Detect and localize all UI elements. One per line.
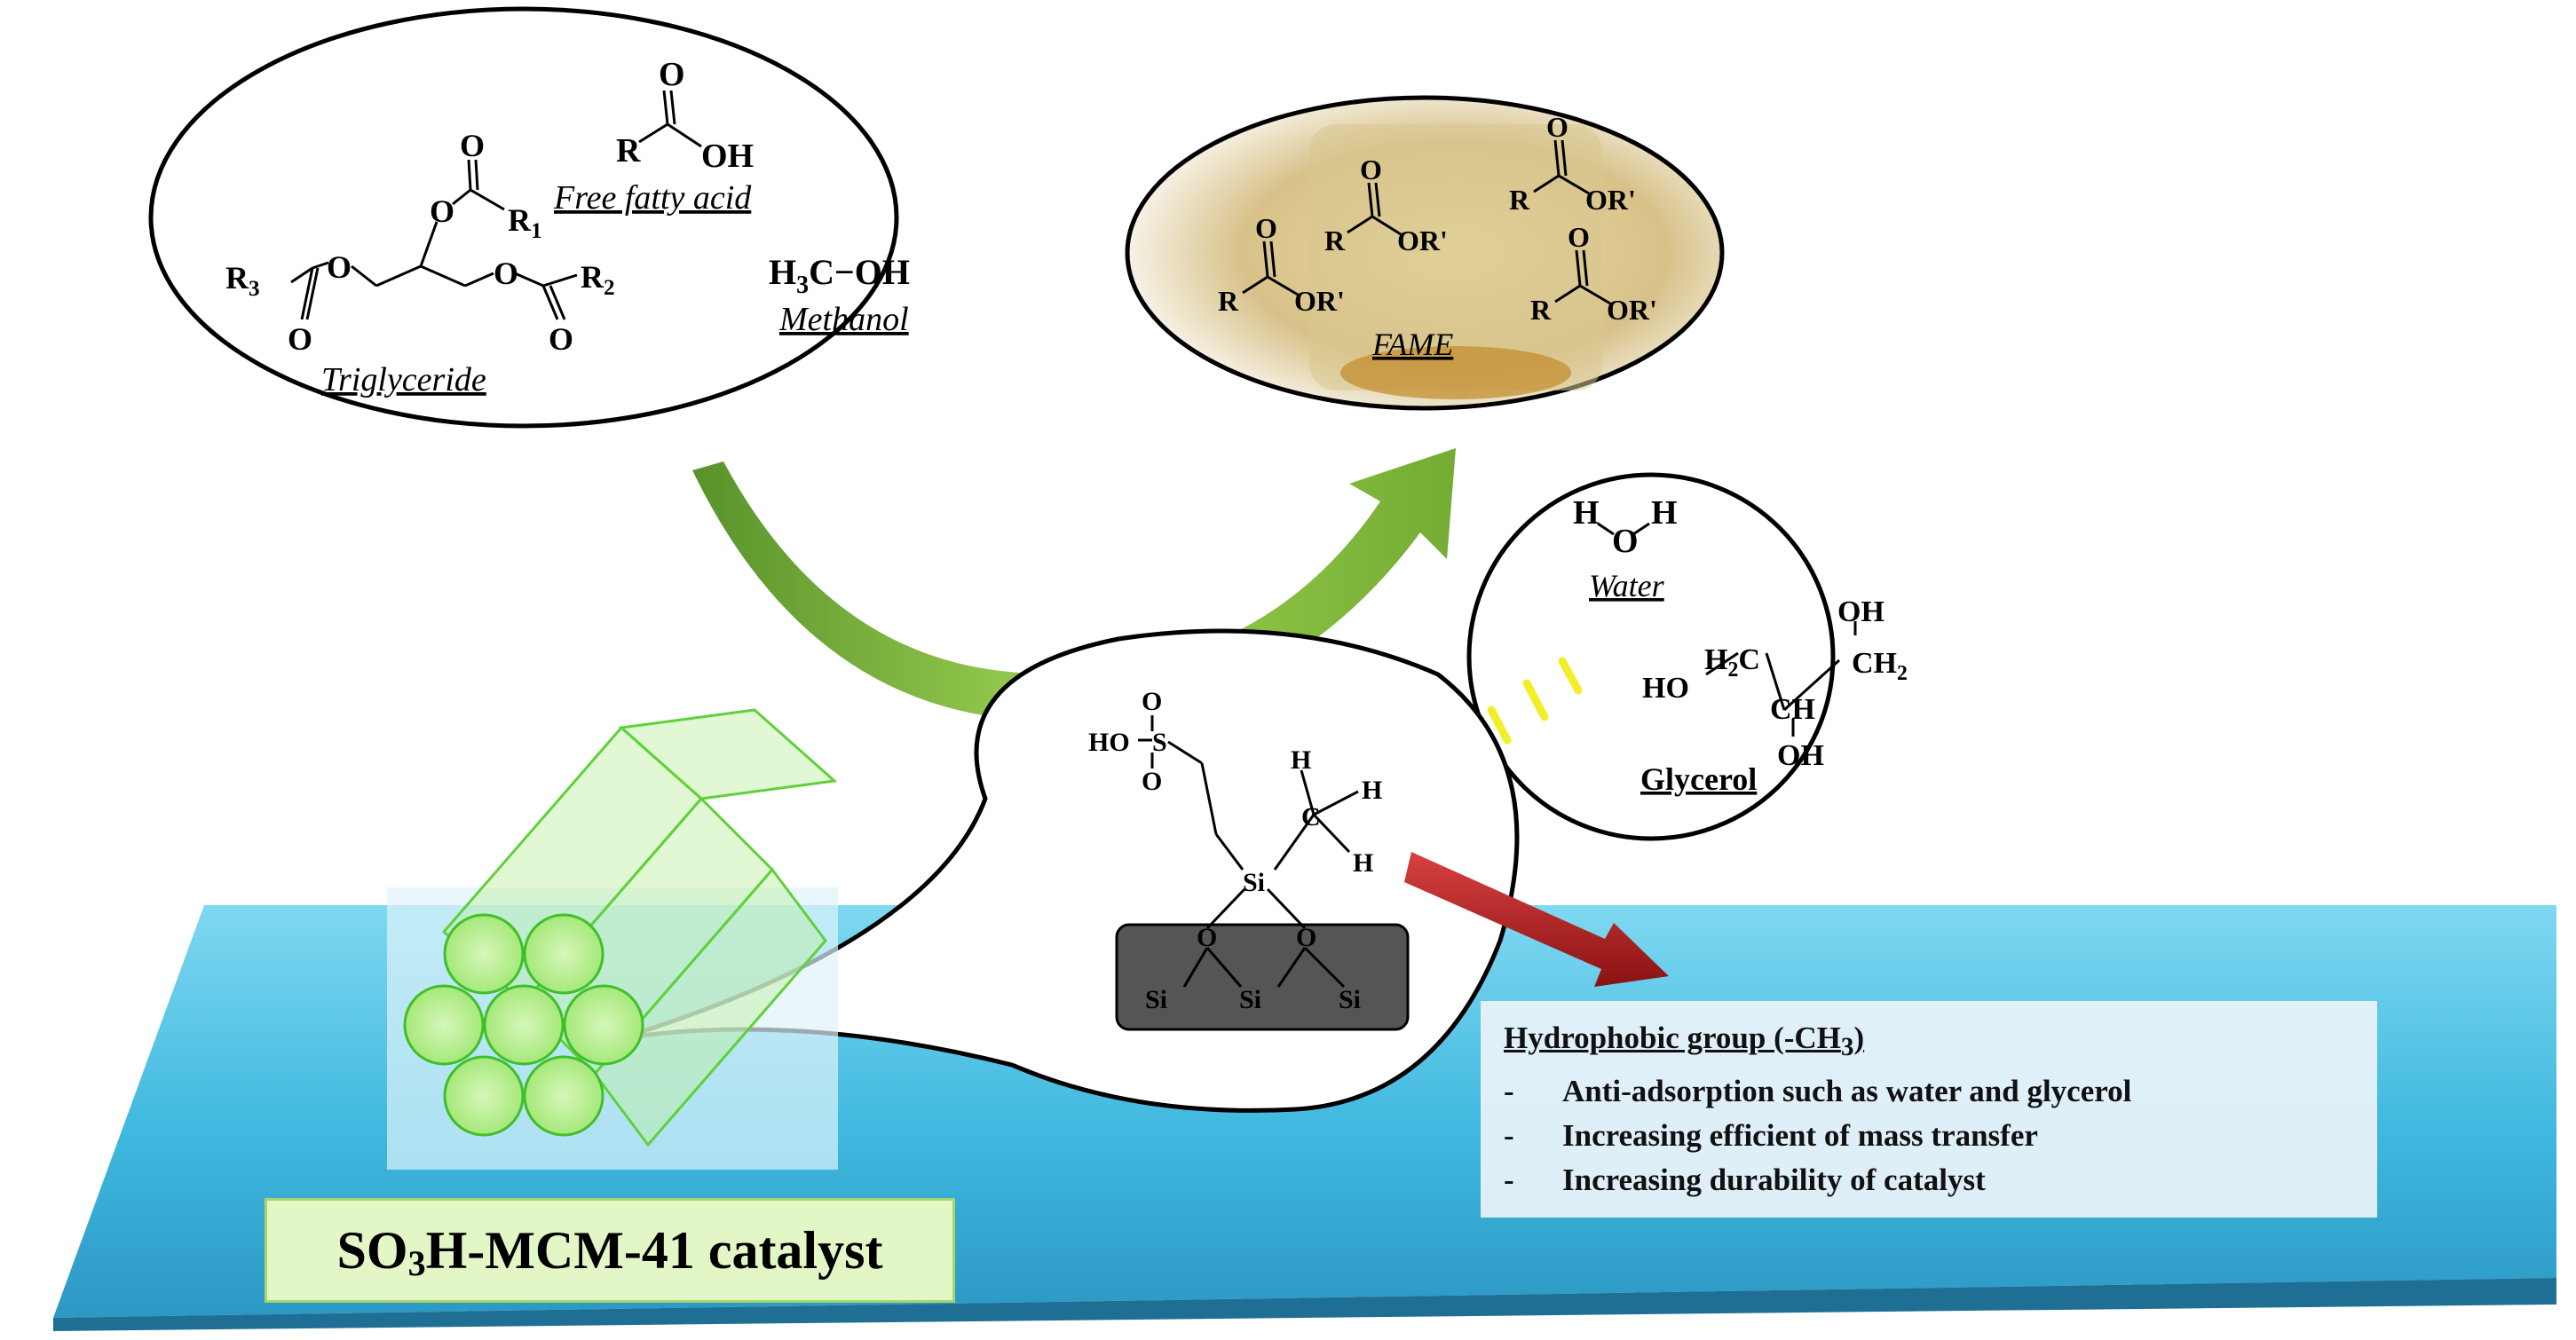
svg-text:OH: OH	[1777, 739, 1824, 772]
svg-text:R1: R1	[508, 202, 542, 243]
svg-text:S: S	[1152, 728, 1167, 757]
svg-text:O: O	[1142, 687, 1162, 716]
glycerol-label: Glycerol	[1640, 761, 1757, 797]
svg-text:R: R	[1218, 285, 1239, 317]
svg-text:R: R	[1530, 294, 1552, 326]
svg-text:O: O	[659, 56, 685, 93]
red-arrow	[1404, 852, 1669, 987]
svg-text:H: H	[1573, 494, 1600, 532]
vial-image	[1309, 124, 1602, 390]
svg-text:C: C	[1301, 802, 1321, 832]
svg-text:O: O	[1255, 212, 1277, 244]
catalyst-formula: HO S O O Si C H H H O O Si Si Si	[1088, 687, 1382, 1014]
svg-text:O: O	[288, 321, 312, 357]
catalyst-detail-bubble: HO S O O Si C H H H O O Si Si Si	[620, 628, 1520, 1113]
fame-labels: R O OR' R O OR' R O OR' R O OR'	[1218, 111, 1657, 326]
svg-text:O: O	[1546, 111, 1569, 143]
svg-text:H: H	[1291, 745, 1311, 775]
svg-text:H2C: H2C	[1704, 643, 1760, 682]
svg-text:R: R	[616, 132, 641, 169]
svg-text:R: R	[1324, 225, 1346, 256]
methanol-label: Methanol	[778, 301, 909, 338]
svg-text:O: O	[494, 256, 518, 291]
svg-text:OH: OH	[701, 138, 754, 175]
svg-text:R3: R3	[225, 260, 260, 301]
svg-text:O: O	[1296, 923, 1316, 952]
product-bubble: R O OR' R O OR' R O OR' R O OR' FAME	[1125, 95, 1725, 411]
svg-text:R: R	[1509, 184, 1530, 216]
svg-text:O: O	[1612, 523, 1639, 560]
pore-tubes	[403, 913, 644, 1137]
svg-text:O: O	[460, 128, 485, 163]
svg-text:O: O	[1142, 767, 1162, 796]
fame-label: FAME	[1371, 327, 1453, 362]
free-fatty-acid-label: Free fatty acid	[553, 179, 752, 217]
svg-text:O: O	[430, 193, 454, 229]
info-item: -Increasing durability of catalyst	[1504, 1163, 1986, 1197]
free-fatty-acid-labels: R O OH	[616, 56, 754, 175]
glycerol-formula: OH HO H2C CH2 CH OH	[1642, 595, 1908, 772]
triglyceride-label: Triglyceride	[321, 361, 486, 398]
svg-text:O: O	[1197, 923, 1217, 952]
svg-text:Si: Si	[1339, 985, 1361, 1014]
water-formula: H O H	[1573, 494, 1678, 560]
byproducts-bubble: H O H Water OH HO H2C CH2 CH OH Glycerol	[1466, 472, 1908, 841]
svg-text:O: O	[327, 249, 352, 285]
svg-text:R2: R2	[581, 259, 615, 300]
svg-text:OR': OR'	[1607, 294, 1657, 326]
svg-text:OH: OH	[1837, 595, 1885, 628]
svg-text:O: O	[1568, 221, 1590, 253]
svg-text:Si: Si	[1243, 868, 1265, 897]
info-item: -Anti-adsorption such as water and glyce…	[1504, 1074, 2132, 1108]
svg-text:O: O	[1360, 154, 1382, 185]
svg-text:H: H	[1651, 494, 1678, 532]
fame-bonds	[1242, 139, 1611, 305]
silica-support	[1115, 923, 1410, 1031]
info-item: -Increasing efficient of mass transfer	[1504, 1118, 2038, 1153]
triglyceride-labels: R3 O O O O R1 R2 O O	[225, 128, 615, 357]
methanol-formula: H3C−OH	[769, 252, 910, 299]
water-label: Water	[1589, 568, 1665, 603]
mcm41-structure	[387, 708, 838, 1170]
svg-text:HO: HO	[1088, 728, 1130, 757]
hydrophobic-info-box: Hydrophobic group (-CH3) -Anti-adsorptio…	[1481, 1001, 2377, 1218]
svg-text:Si: Si	[1145, 985, 1167, 1014]
reactants-bubble: R3 O O O O R1 R2 O O Triglyceride R O OH…	[148, 6, 910, 429]
svg-text:HO: HO	[1642, 672, 1689, 705]
svg-text:Si: Si	[1239, 985, 1261, 1014]
svg-text:OR': OR'	[1585, 184, 1636, 216]
svg-text:CH2: CH2	[1852, 647, 1908, 685]
svg-text:H: H	[1353, 848, 1373, 878]
svg-text:O: O	[549, 321, 573, 357]
info-title: Hydrophobic group (-CH3)	[1504, 1021, 1865, 1061]
triglyceride-structure	[290, 90, 702, 320]
svg-text:OR': OR'	[1397, 225, 1448, 256]
svg-text:H: H	[1362, 776, 1382, 805]
svg-text:CH: CH	[1770, 693, 1815, 726]
svg-text:OR': OR'	[1294, 285, 1345, 317]
